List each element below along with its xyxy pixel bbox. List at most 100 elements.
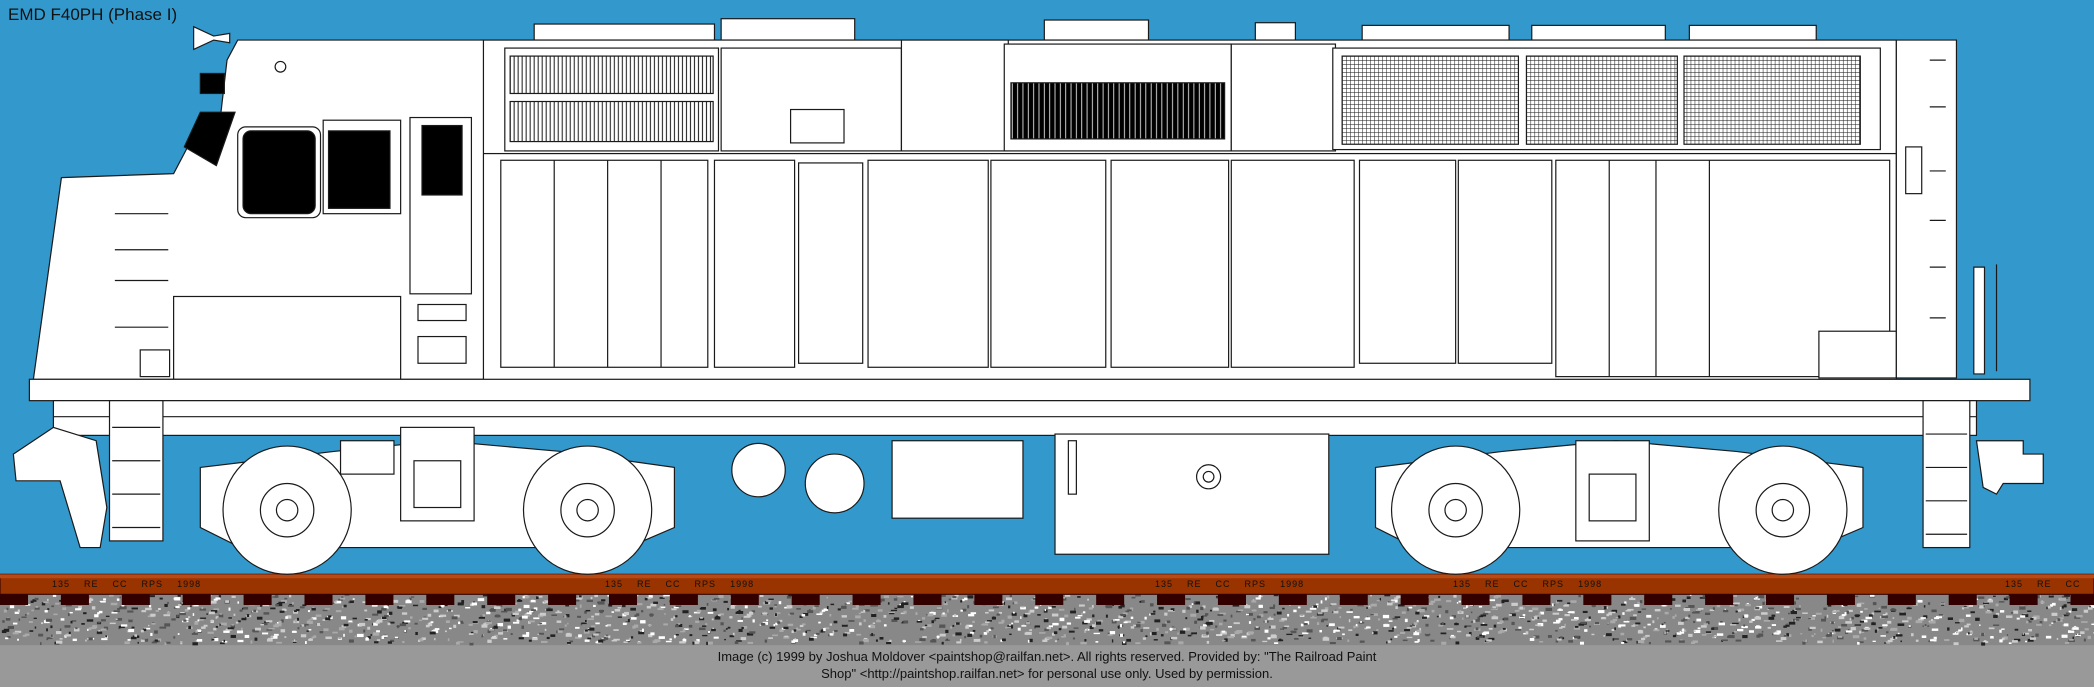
ballast-stone (930, 610, 934, 613)
ballast-stone (1918, 618, 1924, 621)
ballast-stone (372, 632, 380, 636)
ballast-stone (602, 636, 609, 640)
ballast-stone (512, 621, 520, 624)
ballast-stone (1809, 617, 1816, 620)
ballast-stone (1082, 611, 1086, 614)
ballast-stone (2027, 610, 2032, 612)
ballast-stone (1695, 609, 1702, 612)
ballast-stone (1694, 629, 1701, 634)
ballast-stone (268, 637, 272, 640)
ballast-stone (237, 620, 241, 623)
ballast-stone (1767, 626, 1771, 629)
ballast-stone (675, 633, 679, 636)
ballast-stone (404, 629, 406, 633)
ballast-stone (803, 613, 809, 616)
ballast-stone (377, 610, 382, 614)
ballast-stone (140, 629, 144, 633)
ballast-stone (2001, 637, 2005, 641)
ballast-stone (1871, 612, 1875, 615)
ballast-stone (1456, 602, 1459, 604)
ballast-stone (490, 637, 498, 639)
ballast-stone (773, 623, 775, 627)
ballast-stone (1907, 616, 1912, 620)
ballast-stone (493, 625, 498, 629)
ballast-stone (367, 636, 371, 639)
ballast-stone (401, 612, 408, 615)
ballast-stone (2065, 612, 2070, 616)
ballast-stone (1122, 612, 1128, 615)
ballast-stone (149, 595, 155, 598)
ballast-stone (706, 641, 708, 646)
ballast-stone (1916, 620, 1922, 622)
ballast-stone (1122, 641, 1127, 645)
ballast-stone (1745, 603, 1751, 607)
ballast-stone (1456, 630, 1462, 633)
ballast-stone (1293, 628, 1298, 631)
ballast-stone (1519, 616, 1525, 619)
ballast-stone (213, 608, 220, 611)
ballast-stone (795, 627, 799, 630)
ballast-stone (523, 604, 530, 609)
ballast-stone (2068, 639, 2075, 642)
ballast-stone (1001, 638, 1006, 642)
ballast-stone (7, 636, 11, 638)
ballast-stone (1209, 619, 1215, 623)
ballast-stone (287, 604, 294, 607)
ballast-stone (373, 622, 378, 626)
ballast-stone (536, 596, 539, 600)
ballast-stone (735, 611, 740, 614)
ballast-stone (894, 607, 898, 610)
ballast-stone (1227, 626, 1232, 628)
ballast-stone (448, 609, 451, 612)
ballast-stone (2057, 618, 2061, 622)
ballast-stone (736, 640, 742, 642)
ballast-stone (44, 610, 48, 613)
ballast-stone (749, 612, 754, 615)
ballast-stone (653, 601, 658, 604)
ballast-stone (1860, 610, 1863, 613)
ballast-stone (305, 641, 307, 644)
ballast-stone (998, 611, 1002, 614)
footer-band (0, 645, 2094, 687)
ballast-stone (734, 641, 739, 644)
ballast-stone (827, 634, 831, 637)
ballast-stone (1092, 624, 1096, 628)
ballast-stone (940, 594, 946, 597)
ballast-stone (970, 631, 974, 635)
ballast-stone (1982, 641, 1989, 643)
ballast-stone (890, 609, 898, 612)
ballast-stone (1501, 628, 1507, 632)
ballast-stone (1930, 639, 1937, 642)
ballast-stone (348, 601, 351, 604)
ballast-stone (1206, 631, 1209, 635)
ballast-stone (1897, 632, 1900, 636)
ballast-stone (262, 632, 269, 635)
ballast-stone (622, 622, 627, 626)
ballast-stone (1959, 619, 1965, 623)
ballast-stone (1854, 624, 1862, 626)
ballast-stone (659, 597, 665, 599)
ballast-stone (559, 628, 565, 631)
ballast-stone (175, 605, 180, 609)
copyright-notice: Image (c) 1999 by Joshua Moldover <paint… (0, 648, 2094, 682)
ballast-stone (700, 607, 706, 610)
ballast-stone (706, 641, 713, 645)
ballast-stone (931, 620, 935, 624)
ballast-stone (1235, 610, 1241, 613)
ballast-stone (306, 620, 313, 624)
ballast-stone (1297, 606, 1301, 609)
ballast-stone (121, 604, 125, 607)
ballast-stone (1419, 609, 1425, 613)
ballast-stone (24, 633, 30, 636)
ballast-stone (1783, 606, 1790, 608)
ballast-stone (1559, 627, 1563, 629)
ballast-stone (302, 623, 309, 626)
ballast-stone (1606, 633, 1612, 637)
ballast-stone (1958, 629, 1962, 632)
ballast-stone (62, 607, 67, 611)
copyright-line-1: Image (c) 1999 by Joshua Moldover <paint… (717, 649, 1377, 664)
ballast-stone (1591, 604, 1597, 607)
tie (487, 594, 516, 605)
ballast-stone (528, 620, 535, 623)
ballast-stone (1449, 616, 1454, 620)
